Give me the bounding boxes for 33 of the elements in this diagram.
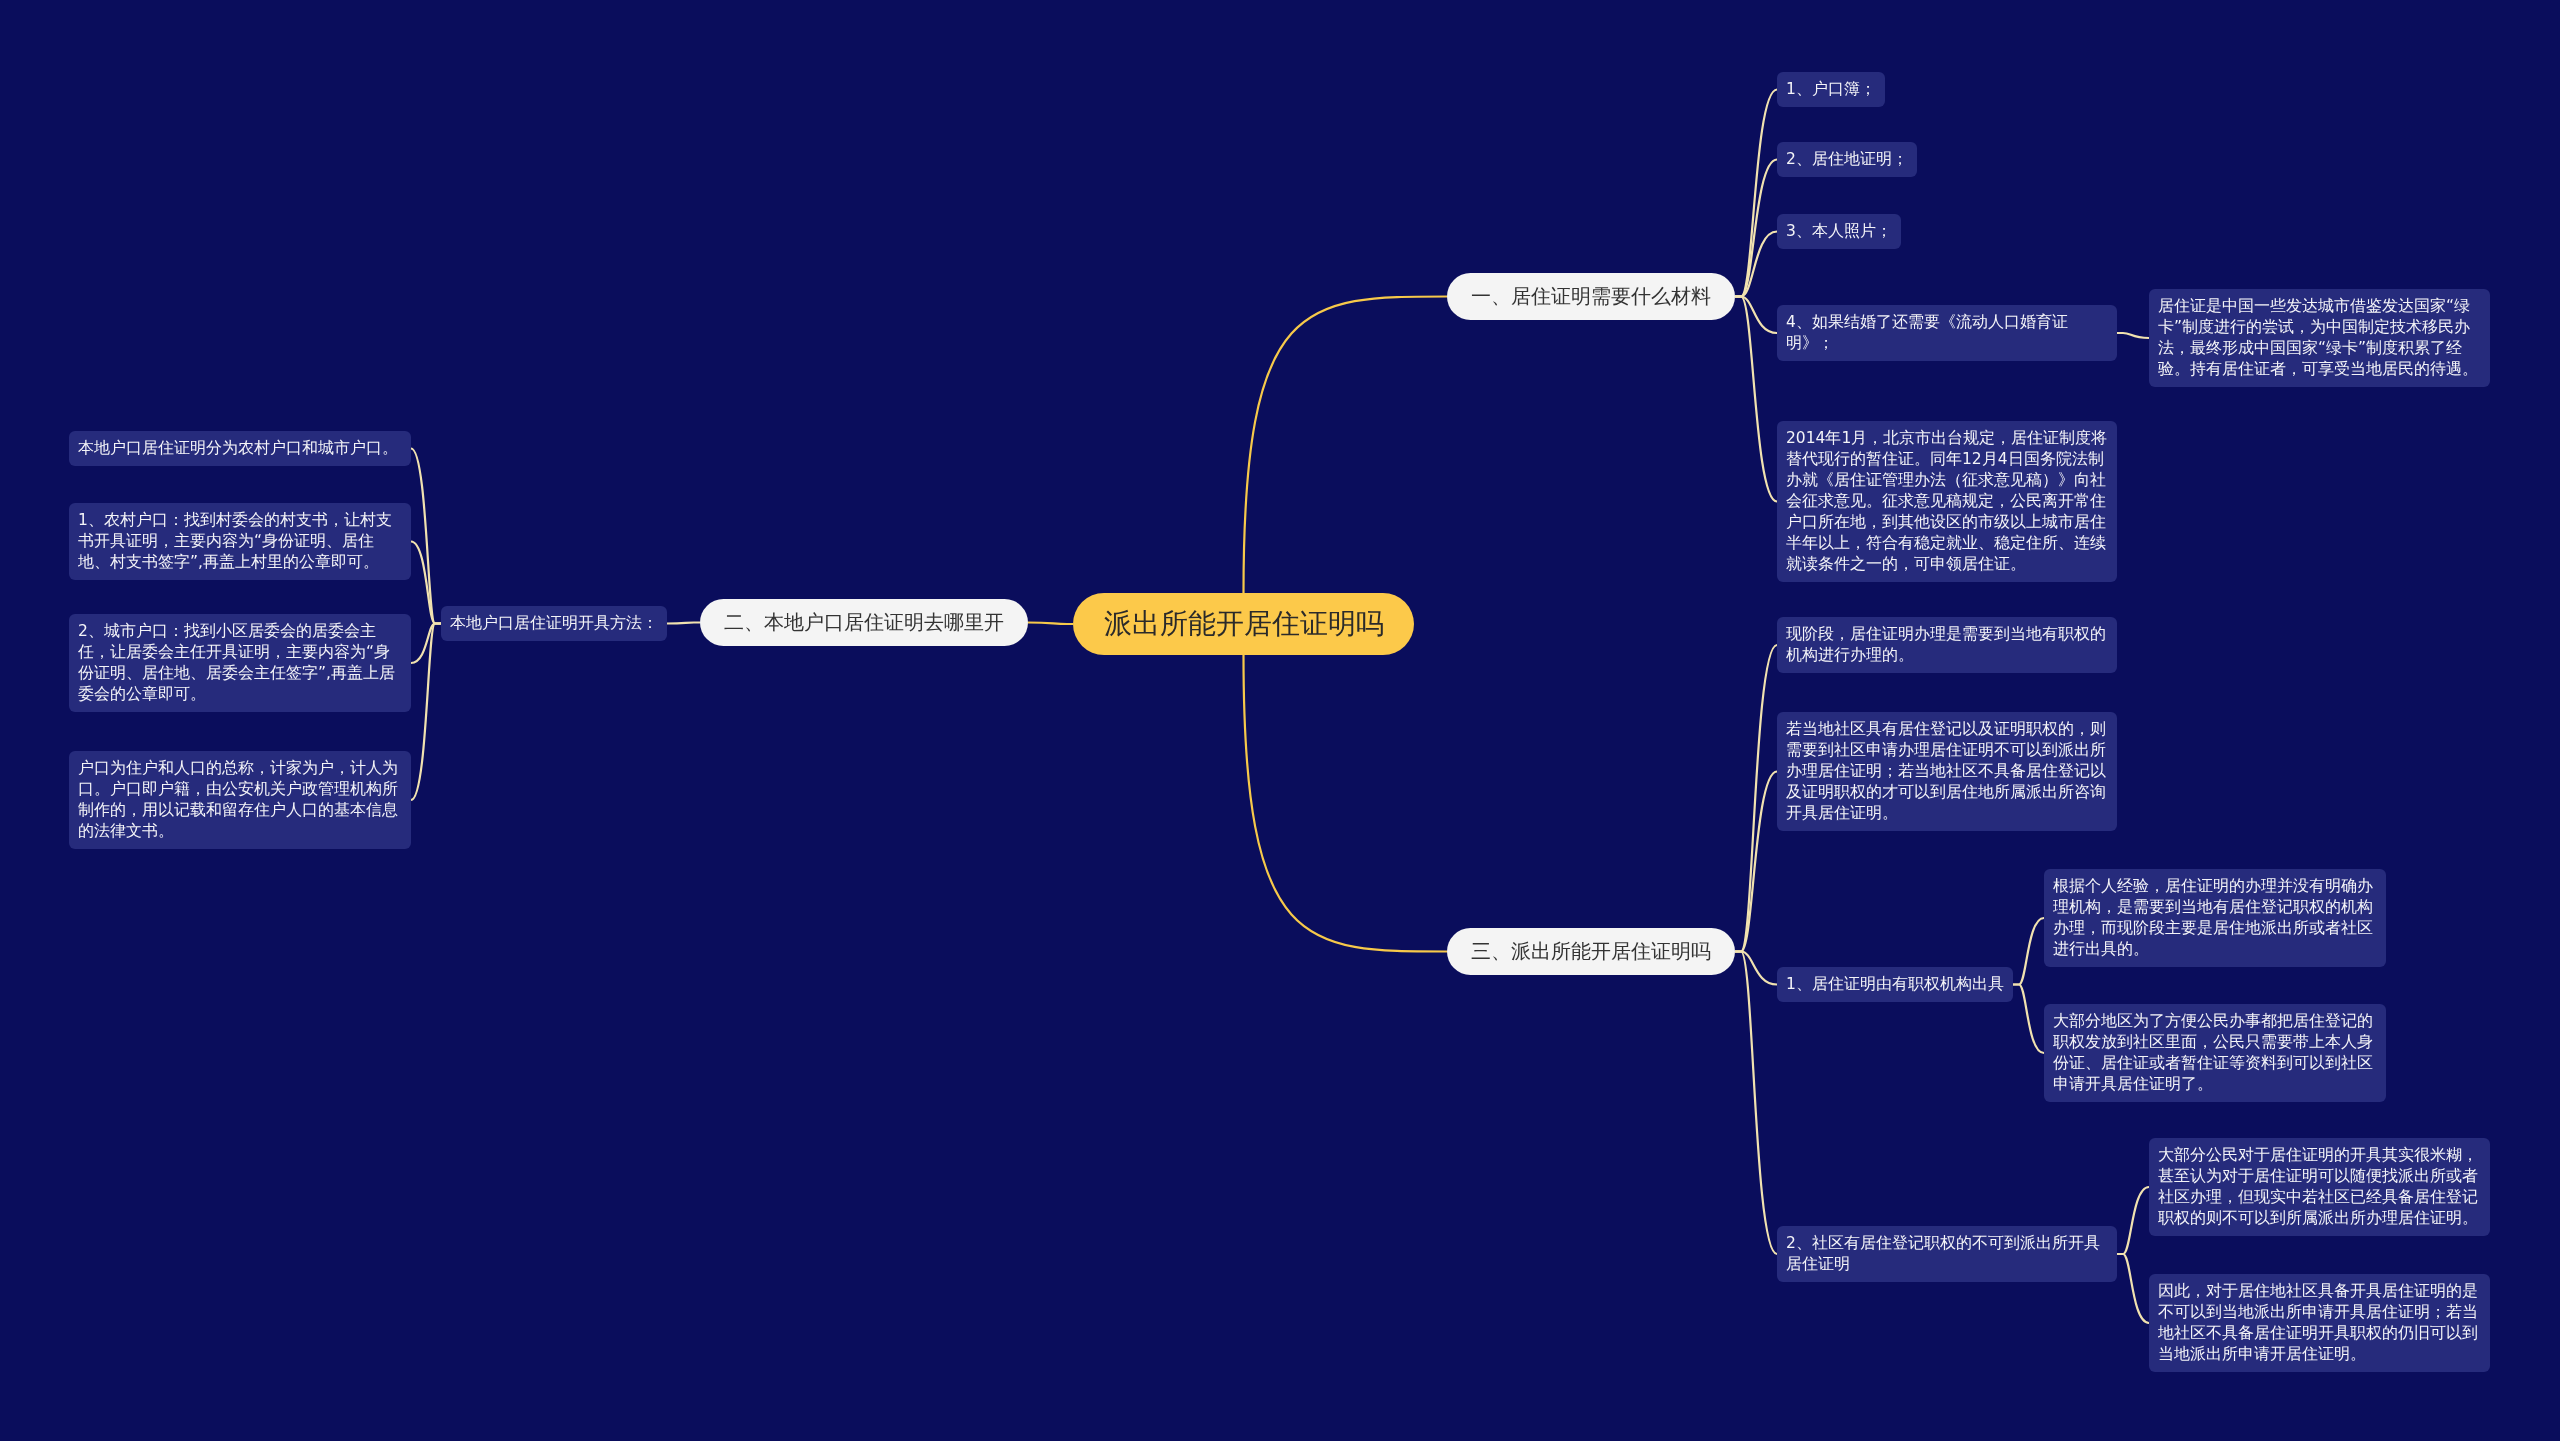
subtopic-box: 2、居住地证明；	[1777, 142, 1917, 177]
topic-pill: 二、本地户口居住证明去哪里开	[700, 599, 1028, 646]
central-topic: 派出所能开居住证明吗	[1073, 593, 1414, 655]
subtopic-box: 1、居住证明由有职权机构出具	[1777, 967, 2013, 1002]
connector-line	[1735, 295, 1778, 503]
connector-line	[2117, 331, 2150, 340]
connector-line	[1028, 621, 1073, 626]
subtopic-box: 1、户口簿；	[1777, 72, 1885, 107]
connector-line	[1735, 950, 1778, 1255]
subtopic-box: 大部分地区为了方便公民办事都把居住登记的职权发放到社区里面，公民只需要带上本人身份证、居住证或者暂住证等资料到可以到社区申请开具居住证明了。	[2044, 1004, 2386, 1102]
subtopic-box: 3、本人照片；	[1777, 214, 1901, 249]
subtopic-box: 若当地社区具有居住登记以及证明职权的，则需要到社区申请办理居住证明不可以到派出所办理居住证明；若当地社区不具备居住登记以及证明职权的才可以到居住地所属派出所咨询开具居住证明。	[1777, 712, 2117, 831]
subtopic-box: 4、如果结婚了还需要《流动人口婚育证明》；	[1777, 305, 2117, 361]
subtopic-box: 现阶段，居住证明办理是需要到当地有职权的机构进行办理的。	[1777, 617, 2117, 673]
subtopic-box: 1、农村户口：找到村委会的村支书，让村支书开具证明，主要内容为“身份证明、居住地、村支书签字”,再盖上村里的公章即可。	[69, 503, 411, 580]
topic-pill: 三、派出所能开居住证明吗	[1447, 928, 1735, 975]
subtopic-box: 2、城市户口：找到小区居委会的居委会主任，让居委会主任开具证明，主要内容为“身份证明、居住地、居委会主任签字”,再盖上居委会的公章即可。	[69, 614, 411, 712]
connector-line	[667, 621, 700, 625]
subtopic-box: 大部分公民对于居住证明的开具其实很米糊，甚至认为对于居住证明可以随便找派出所或者社区办理，但现实中若社区已经具备居住登记职权的则不可以到所属派出所办理居住证明。	[2149, 1138, 2490, 1236]
connector-line	[1242, 655, 1447, 953]
topic-pill: 一、居住证明需要什么材料	[1447, 273, 1735, 320]
connector-line	[2012, 983, 2045, 1055]
subtopic-box: 2014年1月，北京市出台规定，居住证制度将替代现行的暂住证。同年12月4日国务院法制办就《居住证管理办法（征求意见稿）》向社会征求意见。征求意见稿规定，公民离开常住户口所在地，到其他设区的市级以上城市居住半年以上，符合有稳定就业、稳定住所、连续就读条件之一的，可申领居住证。	[1777, 421, 2117, 582]
subtopic-box: 居住证是中国一些发达城市借鉴发达国家“绿卡”制度进行的尝试，为中国制定技术移民办法，最终形成中国国家“绿卡”制度积累了经验。持有居住证者，可享受当地居民的待遇。	[2149, 289, 2490, 387]
subtopic-box: 本地户口居住证明分为农村户口和城市户口。	[69, 431, 411, 466]
subtopic-box: 2、社区有居住登记职权的不可到派出所开具居住证明	[1777, 1226, 2117, 1282]
subtopic-box: 本地户口居住证明开具方法：	[441, 606, 667, 641]
subtopic-box: 因此，对于居住地社区具备开具居住证明的是不可以到当地派出所申请开具居住证明；若当地社区不具备居住证明开具职权的仍旧可以到当地派出所申请开居住证明。	[2149, 1274, 2490, 1372]
subtopic-box: 根据个人经验，居住证明的办理并没有明确办理机构，是需要到当地有居住登记职权的机构办理，而现阶段主要是居住地派出所或者社区进行出具的。	[2044, 869, 2386, 967]
connector-line	[2117, 1252, 2150, 1325]
connector-line	[410, 622, 441, 801]
subtopic-box: 户口为住户和人口的总称，计家为户，计人为口。户口即户籍，由公安机关户政管理机构所制作的，用以记载和留存住户人口的基本信息的法律文书。	[69, 751, 411, 849]
connector-line	[1242, 295, 1447, 593]
